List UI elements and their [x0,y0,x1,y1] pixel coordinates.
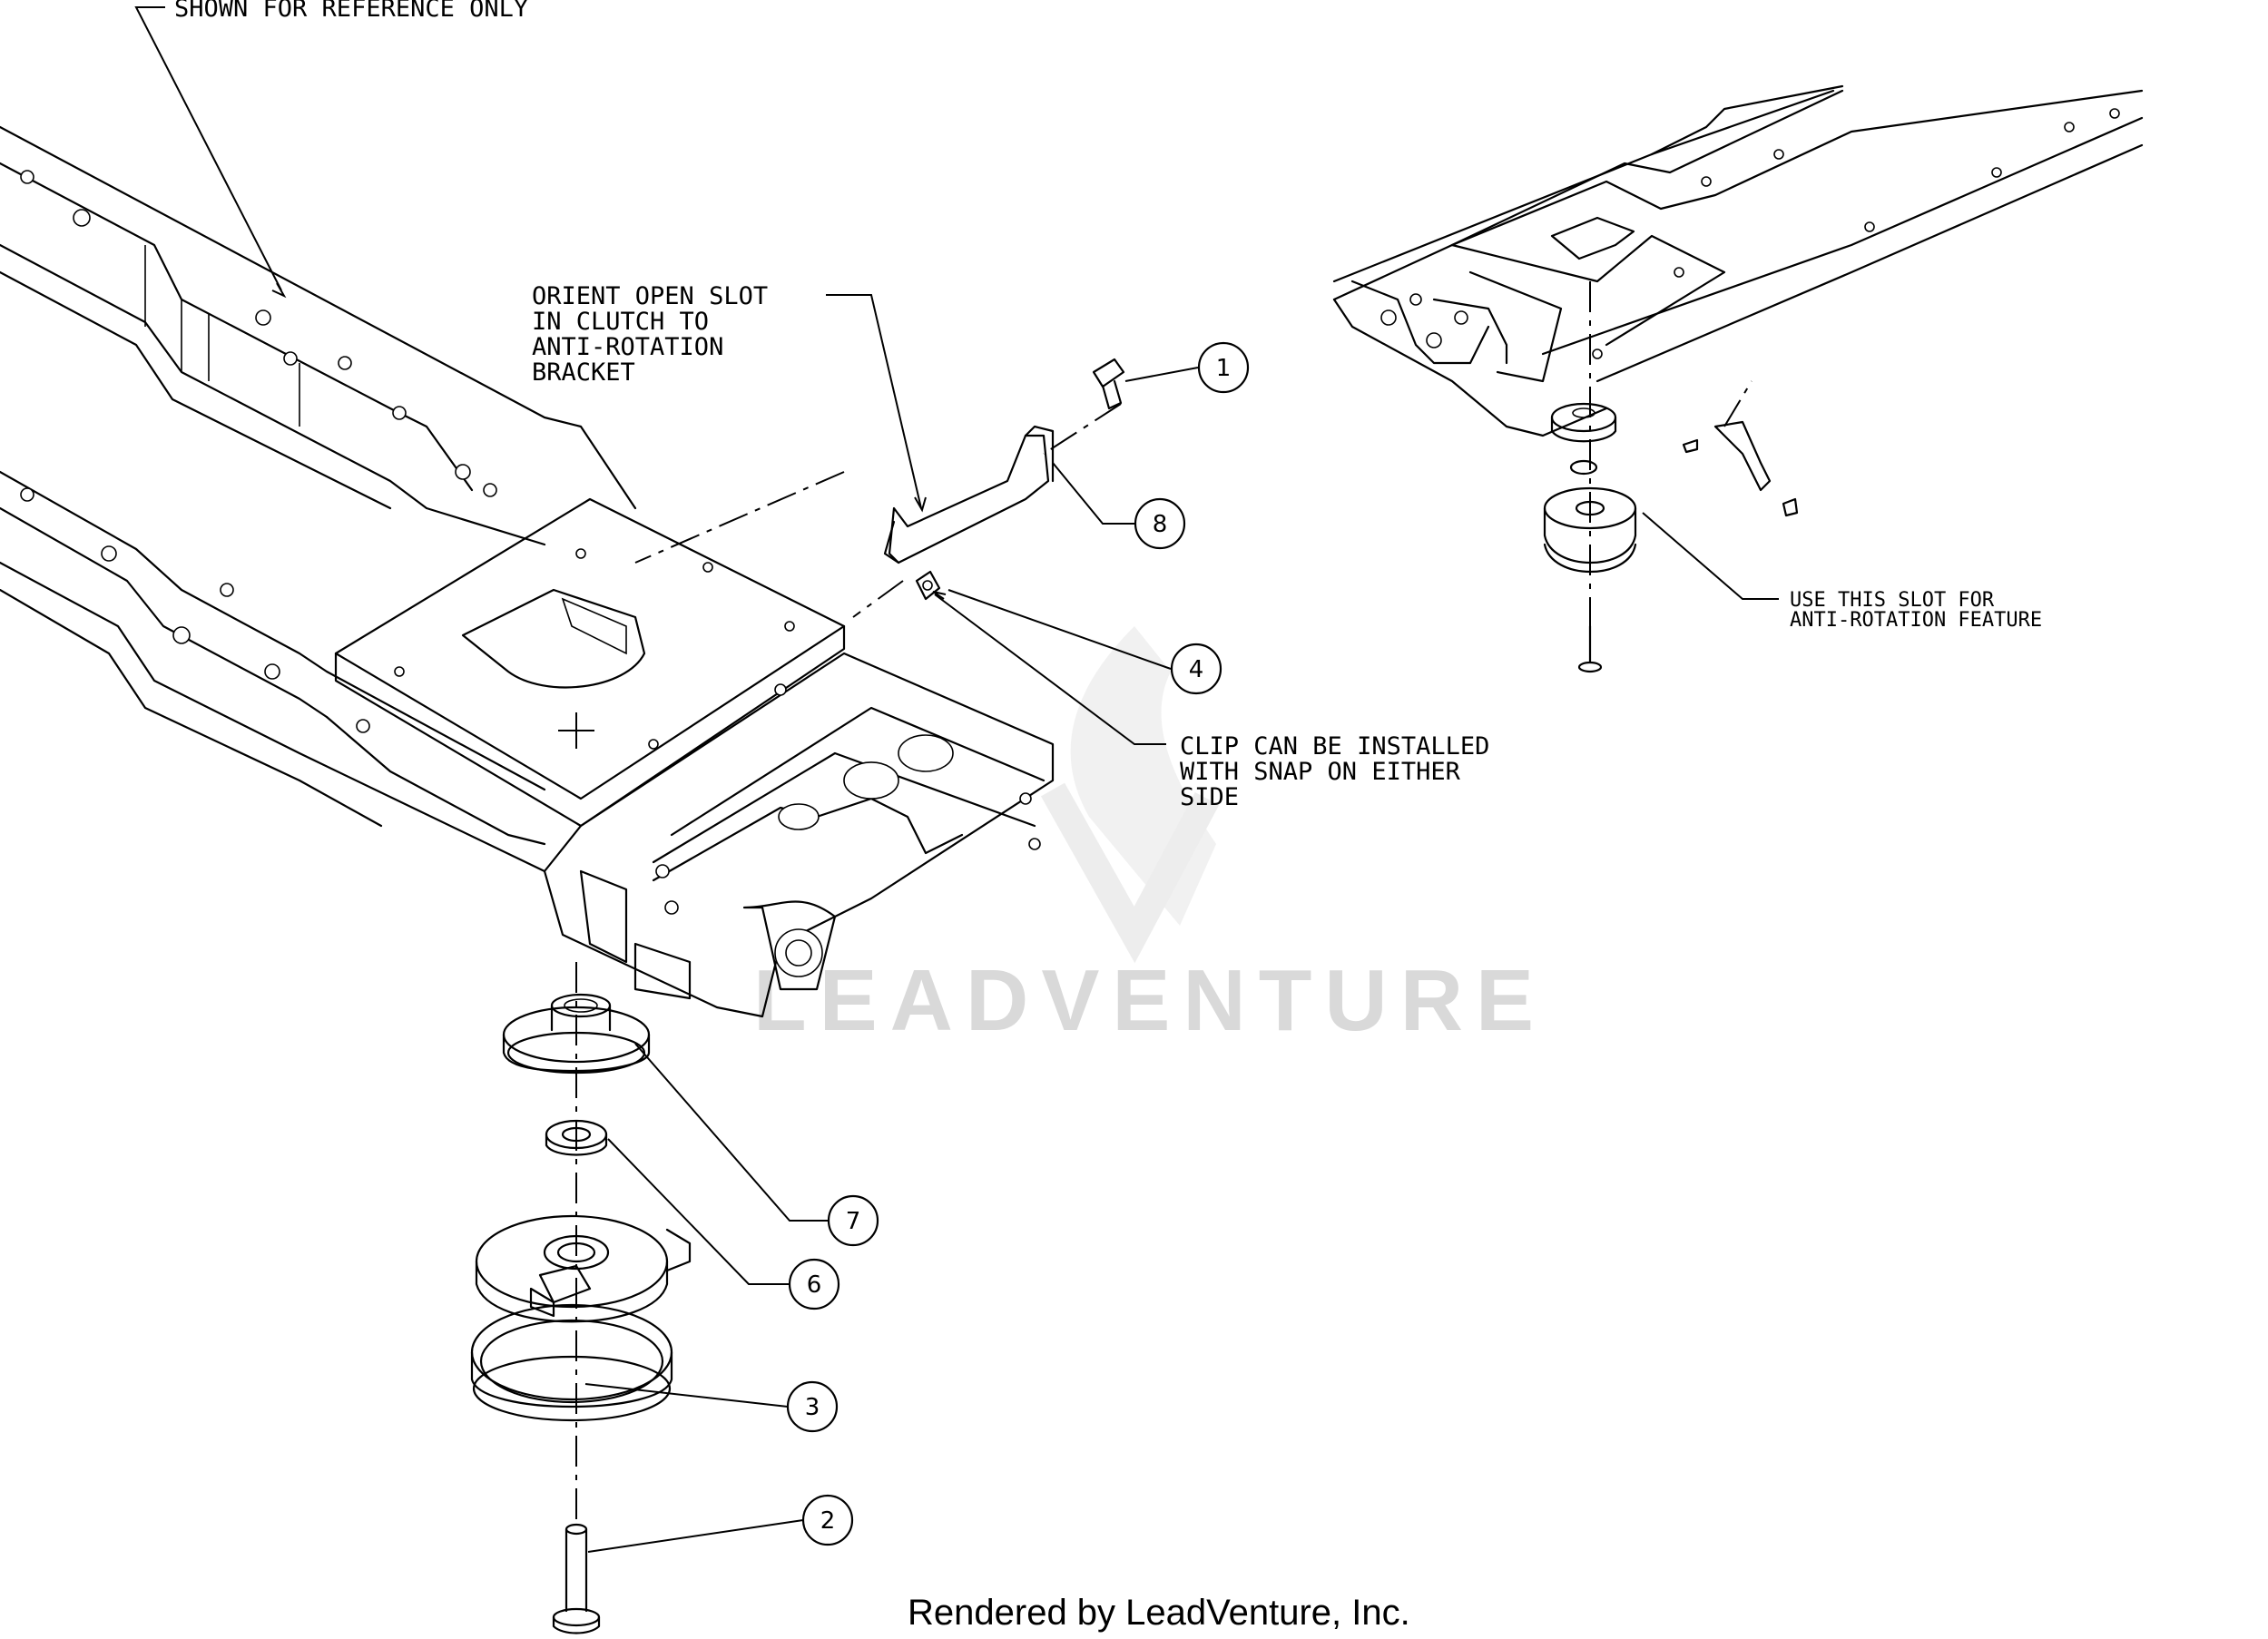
callout-4[interactable]: 4 [1170,643,1222,695]
clip-part-4 [915,570,941,601]
callout-8-label: 8 [1153,511,1168,538]
note-clip-line-1: CLIP CAN BE INSTALLED [1180,732,1489,761]
note-reference-only: SHOWN FOR REFERENCE ONLY [174,0,528,23]
bolt-part-1 [1043,358,1125,455]
anti-rotation-bracket [883,425,1055,564]
note-slot: USE THIS SLOT FOR ANTI-ROTATION FEATURE [1790,589,2042,632]
pto-clutch-part-3 [470,1214,692,1422]
note-orient-line-4: BRACKET [532,358,635,387]
callout-2-label: 2 [820,1507,836,1535]
shoulder-bolt-part-2 [552,1523,601,1634]
leader-lines [134,6,1779,1553]
note-reference-text: SHOWN FOR REFERENCE ONLY [174,0,528,23]
callout-3-label: 3 [805,1394,820,1421]
bracket-centerline [852,580,904,618]
callout-1-label: 1 [1216,355,1232,382]
callout-2[interactable]: 2 [801,1494,854,1546]
leadventure-watermark-logo [1040,626,1220,964]
frame-holes [20,170,1041,915]
note-clip-line-3: SIDE [1180,783,1239,811]
note-clip-line-2: WITH SNAP ON EITHER [1180,758,1461,786]
note-orient-line-1: ORIENT OPEN SLOT [532,282,768,310]
callout-1[interactable]: 1 [1197,341,1250,394]
render-credit: Rendered by LeadVenture, Inc. [908,1593,1410,1633]
note-slot-line-1: USE THIS SLOT FOR [1790,589,1995,612]
note-slot-line-2: ANTI-ROTATION FEATURE [1790,609,2042,632]
callout-7[interactable]: 7 [827,1194,879,1247]
callout-6[interactable]: 6 [788,1258,840,1310]
callout-8[interactable]: 8 [1134,497,1186,550]
note-orient-line-3: ANTI-ROTATION [532,333,723,361]
watermark-text: LEADVENTURE [753,952,1546,1049]
callout-4-label: 4 [1189,656,1204,683]
callout-6-label: 6 [807,1271,822,1299]
frame-assembly-inset [1332,84,2144,673]
note-orient-slot: ORIENT OPEN SLOT IN CLUTCH TO ANTI-ROTAT… [532,282,768,387]
callout-7-label: 7 [846,1208,861,1235]
note-orient-line-2: IN CLUTCH TO [532,308,709,336]
callout-3[interactable]: 3 [786,1380,839,1433]
frame-assembly-main [0,125,1055,1018]
note-clip: CLIP CAN BE INSTALLED WITH SNAP ON EITHE… [1180,732,1489,811]
